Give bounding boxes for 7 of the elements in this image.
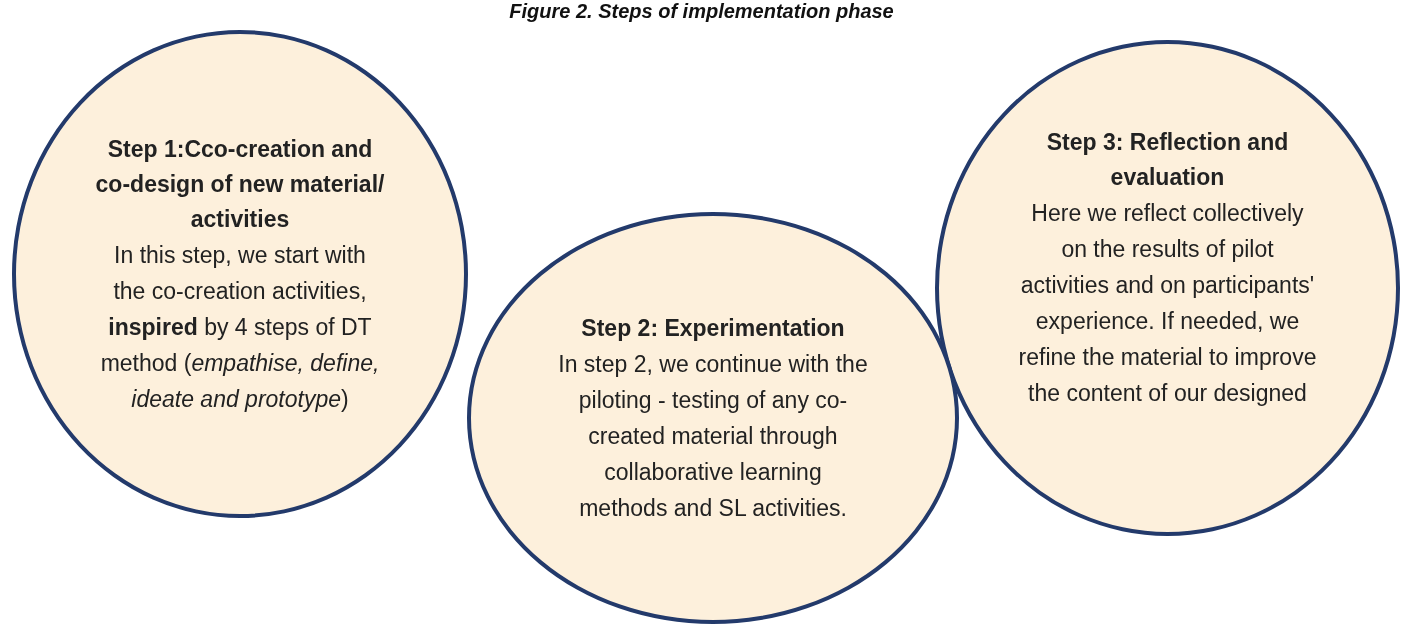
step-description: In step 2, we continue with the piloting - testing of any co-created material through collaborative learning methods and SL activities. [558,349,868,523]
step-heading: Step 1:Cco-creation and co-design of new material/ activities [95,134,385,234]
figure-title: Figure 2. Steps of implementation phase [508,0,895,23]
step-heading: Step 2: Experimentation [580,313,846,343]
step-description: In this step, we start with the co-creation activities, inspired by 4 steps of DT method (empathise, define, ideate and prototype) [99,240,381,414]
step-description: Here we reflect collectively on the results of pilot activities and on participants' experience. If needed, we refine the material to improve the content of our designed [1017,199,1318,408]
step-heading: Step 3: Reflection and evaluation [1045,128,1290,192]
